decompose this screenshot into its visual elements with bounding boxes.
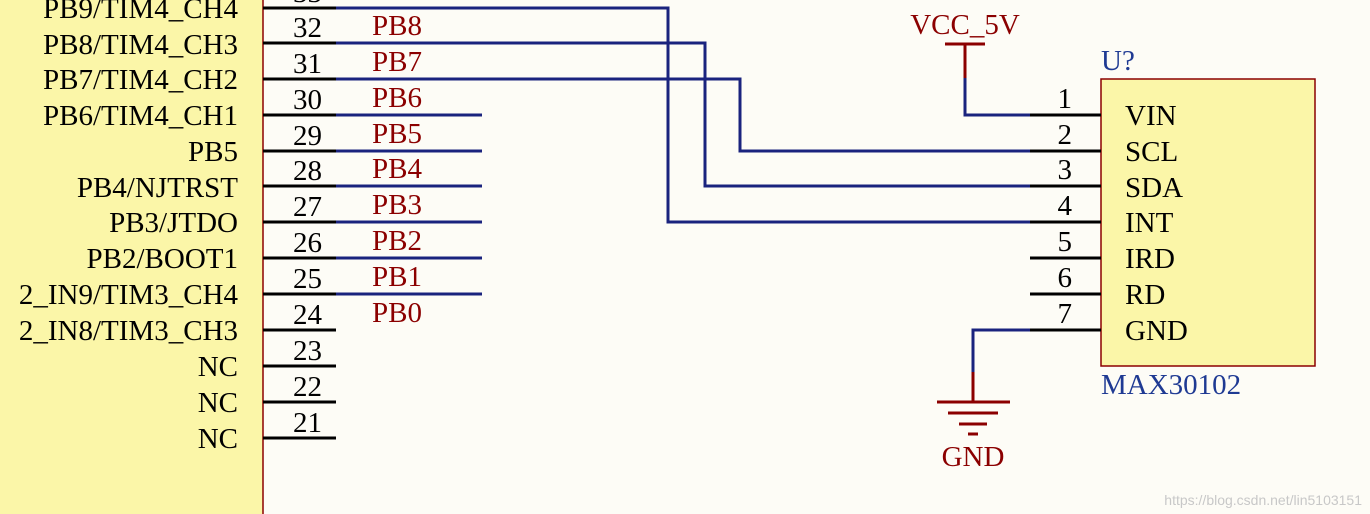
gnd-label: GND [942, 441, 1005, 473]
sensor-pin-number: 6 [1058, 262, 1073, 294]
mcu-pin-number: 22 [293, 371, 322, 403]
mcu-pin-name: NC [198, 423, 238, 455]
mcu-pin-name: PB7/TIM4_CH2 [43, 64, 238, 96]
mcu-pin-number: 33 [293, 0, 322, 9]
sensor-pin-name: IRD [1125, 243, 1175, 275]
sensor-component: U? 1 2 3 4 5 6 7 VIN SCL SDA INT IRD RD … [1030, 45, 1316, 401]
mcu-pin-name: PB5 [188, 136, 238, 168]
sensor-pin-name: RD [1125, 279, 1165, 311]
sensor-pin-name: INT [1125, 207, 1174, 239]
net-label: PB2 [372, 225, 422, 257]
sensor-pin-number: 3 [1058, 154, 1073, 186]
sensor-pin-name: VIN [1125, 100, 1177, 132]
wire-sda [336, 41, 1030, 188]
mcu-pin-names: PB9/TIM4_CH4 PB8/TIM4_CH3 PB7/TIM4_CH2 P… [19, 0, 239, 455]
mcu-pin-numbers: 33 32 31 30 29 28 27 26 25 24 23 22 21 [293, 0, 323, 439]
mcu-pin-name: NC [198, 351, 238, 383]
net-labels: PB8 PB7 PB6 PB5 PB4 PB3 PB2 PB1 PB0 [372, 10, 422, 329]
mcu-pin-number: 21 [293, 407, 322, 439]
sensor-pin-number: 7 [1058, 298, 1073, 330]
sensor-pin-number: 1 [1058, 83, 1073, 115]
wire-int [336, 6, 1030, 224]
wire-gnd [971, 328, 1030, 372]
mcu-pin-name: PB4/NJTRST [77, 172, 238, 204]
mcu-pin-number: 26 [293, 227, 322, 259]
mcu-pin-lines [263, 6, 336, 440]
sensor-pin-number: 4 [1058, 190, 1073, 222]
mcu-pin-name: 2_IN8/TIM3_CH3 [19, 315, 238, 347]
net-label: PB7 [372, 46, 422, 78]
mcu-pin-number: 29 [293, 120, 322, 152]
watermark-text: https://blog.csdn.net/lin5103151 [1164, 492, 1362, 508]
sensor-pin-name: SDA [1125, 172, 1183, 204]
net-label: PB0 [372, 297, 422, 329]
vcc-symbol: VCC_5V [910, 9, 1030, 117]
sensor-pin-number: 5 [1058, 226, 1073, 258]
sensor-pin-number: 2 [1058, 119, 1073, 151]
net-label: PB1 [372, 261, 422, 293]
net-wires [336, 6, 1030, 372]
mcu-pin-number: 25 [293, 263, 322, 295]
mcu-pin-name: 2_IN9/TIM3_CH4 [19, 279, 239, 311]
mcu-pin-number: 32 [293, 12, 322, 44]
mcu-pin-name: PB3/JTDO [109, 207, 238, 239]
mcu-pin-name: PB2/BOOT1 [87, 243, 238, 275]
mcu-pin-name: PB9/TIM4_CH4 [43, 0, 238, 25]
mcu-body [0, 0, 264, 514]
sensor-part-name: MAX30102 [1101, 369, 1241, 401]
net-label: PB5 [372, 118, 422, 150]
net-label: PB6 [372, 82, 422, 114]
mcu-pin-number: 28 [293, 155, 322, 187]
sensor-designator: U? [1101, 45, 1135, 77]
vcc-label: VCC_5V [910, 9, 1020, 41]
mcu-pin-number: 23 [293, 335, 322, 367]
mcu-pin-number: 24 [293, 299, 323, 331]
sensor-pin-name: SCL [1125, 136, 1178, 168]
mcu-pin-name: NC [198, 387, 238, 419]
mcu-pin-number: 27 [293, 191, 322, 223]
gnd-symbol: GND [937, 372, 1010, 473]
net-label: PB3 [372, 189, 422, 221]
mcu-pin-number: 30 [293, 84, 322, 116]
wire-scl [336, 77, 1030, 153]
mcu-pin-name: PB8/TIM4_CH3 [43, 29, 238, 61]
net-label: PB4 [372, 153, 422, 185]
net-label: PB8 [372, 10, 422, 42]
mcu-pin-number: 31 [293, 48, 322, 80]
mcu-pin-name: PB6/TIM4_CH1 [43, 100, 238, 132]
sensor-pin-name: GND [1125, 315, 1188, 347]
